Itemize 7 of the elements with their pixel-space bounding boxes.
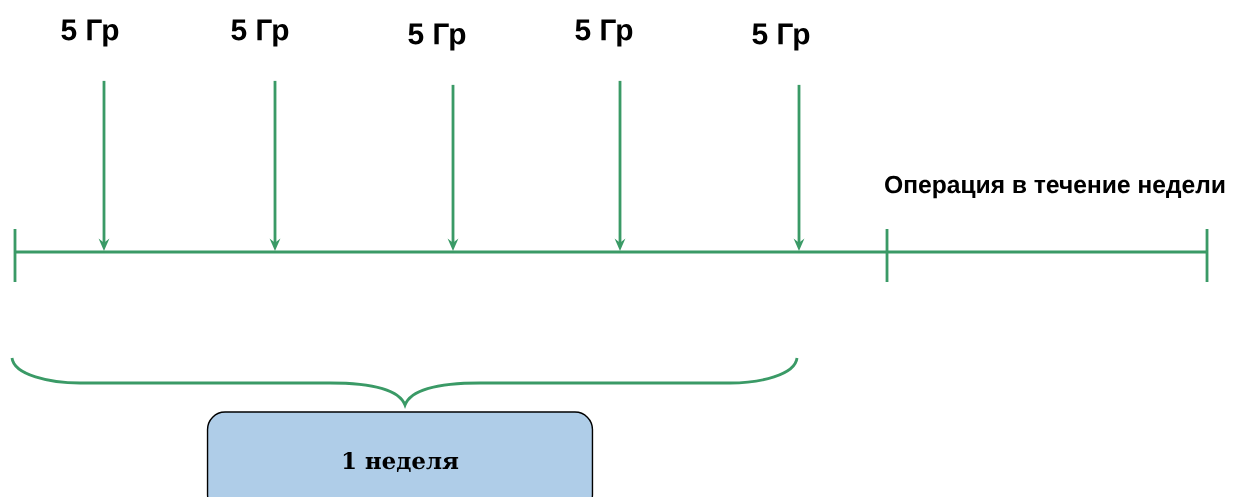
duration-box: 1 неделя — [206, 411, 594, 497]
dose-label: 5 Гр — [408, 23, 466, 51]
dose-label: 5 Гр — [752, 23, 810, 51]
dose-label: 5 Гр — [231, 19, 289, 47]
dose-label: 5 Гр — [61, 19, 119, 47]
operation-label: Операция в течение недели — [885, 175, 1225, 199]
dose-label: 5 Гр — [575, 19, 633, 47]
